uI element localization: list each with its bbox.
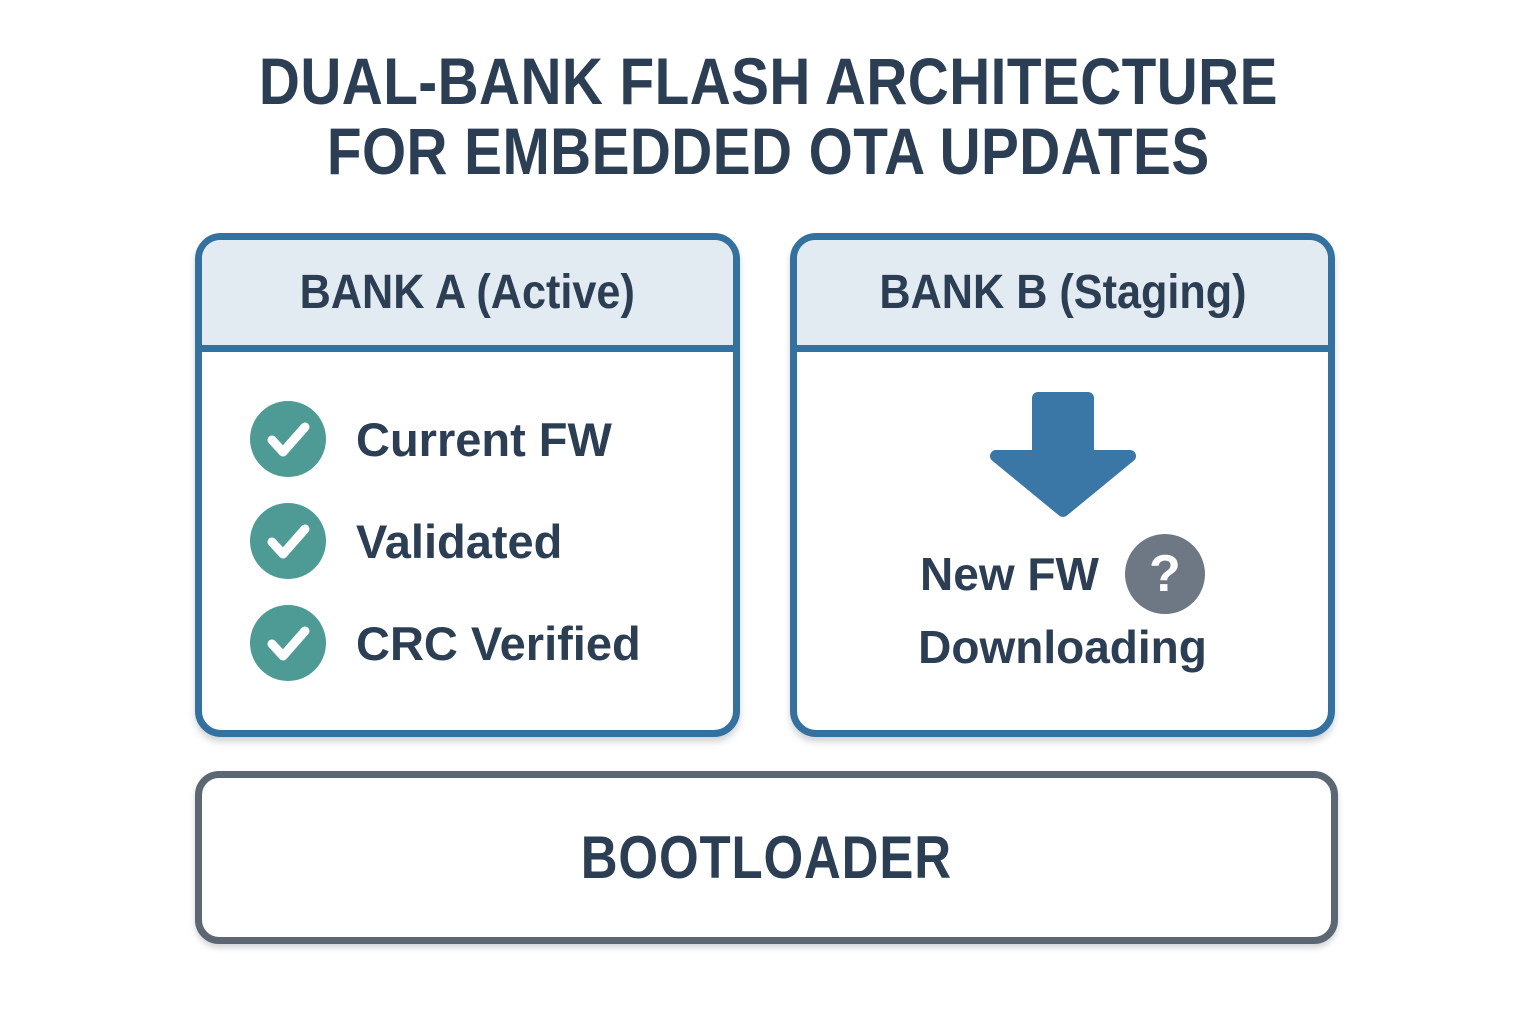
- check-circle-icon: [250, 605, 326, 681]
- bank-a-checklist: Current FW Validated CRC Verified: [202, 401, 733, 681]
- bank-b-card: BANK B (Staging) New FW ? Downloading: [790, 233, 1335, 737]
- bank-a-card: BANK A (Active) Current FW Validated: [195, 233, 740, 737]
- bootloader-card: BOOTLOADER: [195, 771, 1338, 944]
- status-line-1-label: New FW: [920, 548, 1099, 600]
- check-circle-icon: [250, 503, 326, 579]
- bank-b-body: New FW ? Downloading: [797, 352, 1328, 730]
- question-mark-icon: ?: [1124, 534, 1205, 614]
- bank-a-body: Current FW Validated CRC Verified: [202, 352, 733, 730]
- bootloader-label: BOOTLOADER: [580, 824, 953, 891]
- checklist-item-crc-verified: CRC Verified: [250, 605, 733, 681]
- title-line-1: DUAL-BANK FLASH ARCHITECTURE: [258, 44, 1278, 118]
- arrow-down-icon: [989, 392, 1136, 517]
- bank-a-header: BANK A (Active): [202, 240, 733, 352]
- title-line-2: FOR EMBEDDED OTA UPDATES: [326, 114, 1210, 188]
- check-circle-icon: [250, 401, 326, 477]
- checklist-item-label: Validated: [356, 514, 563, 568]
- status-line-2: Downloading: [918, 621, 1207, 673]
- bank-b-status: New FW ? Downloading: [918, 534, 1207, 680]
- checklist-item-current-fw: Current FW: [250, 401, 733, 477]
- bank-b-header-label: BANK B (Staging): [878, 266, 1247, 319]
- question-glyph: ?: [1149, 545, 1181, 603]
- checklist-item-label: CRC Verified: [356, 616, 641, 670]
- checklist-item-validated: Validated: [250, 503, 733, 579]
- checklist-item-label: Current FW: [356, 412, 612, 466]
- status-line-1: New FW ?: [918, 534, 1207, 614]
- bank-a-header-label: BANK A (Active): [299, 266, 636, 319]
- diagram-title: DUAL-BANK FLASH ARCHITECTURE FOR EMBEDDE…: [0, 46, 1536, 186]
- bank-b-header: BANK B (Staging): [797, 240, 1328, 352]
